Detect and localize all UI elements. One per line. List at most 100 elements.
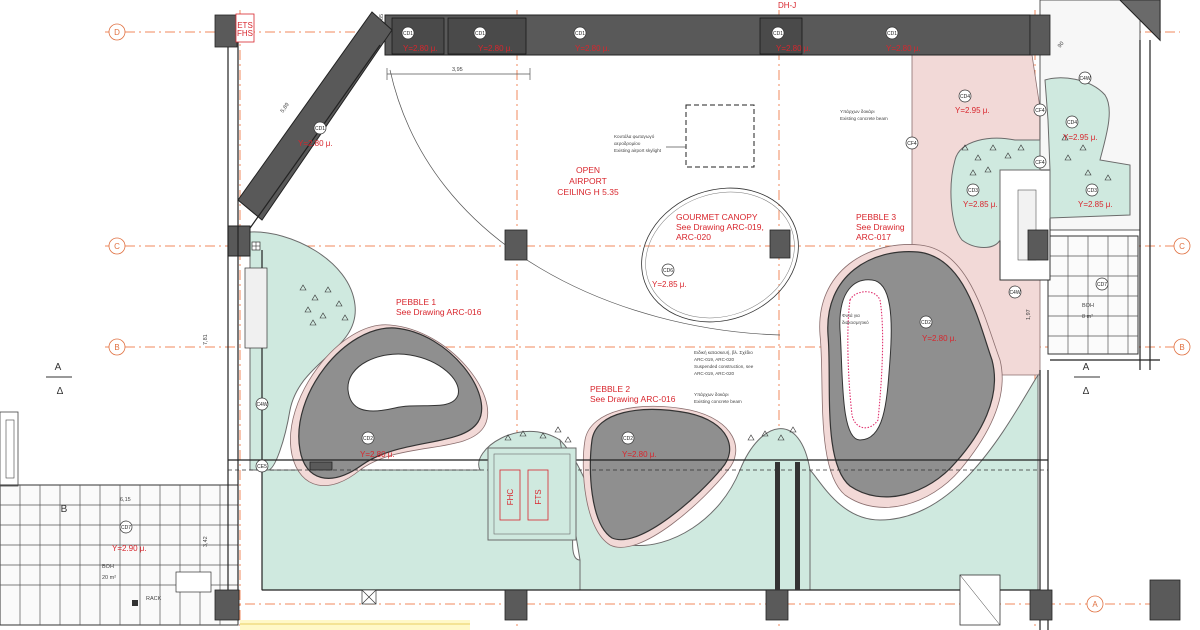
grid-row-d: D [114,28,120,37]
grid-row-c-right: C [1179,242,1185,251]
fts-label: FTS [534,489,543,504]
grid-row-c: C [114,242,120,251]
tag-c4w-a: C4W [1079,76,1090,82]
beam-note-top-1: Υπάρχων δοκάρι [840,108,875,114]
height-cd1-a: Y=2.80 μ. [403,44,438,53]
tag-cd4-a: CD4 [960,94,970,100]
section-markers: A Δ A Δ B [46,362,1100,515]
ceiling-tags: CD1 CD1 CD1 CD1 CD1 CD1 CD2 CD2 CD2 CD6 … [119,26,1109,534]
height-cd1-c: Y=2.80 μ. [575,44,610,53]
canopy-title: GOURMET CANOPY [676,212,758,222]
dim-197: 1,97 [1026,309,1032,320]
height-cd2-a: Y=2.80 μ. [360,450,395,459]
grid-row-b-right: B [1179,343,1184,352]
height-cd1-e: Y=2.80 μ. [886,44,921,53]
beam-note-mid-1: Υπάρχων δοκάρι [694,391,729,397]
pebble2-title: PEBBLE 2 [590,384,630,394]
tag-cd7-a: CD7 [1097,282,1107,288]
section-left-a: A [55,362,62,373]
height-cd4-a: Y=2.95 μ. [955,106,990,115]
dim-90: 90 [1057,41,1066,50]
tag-cd4-b: CD4 [1067,120,1077,126]
pebble1-ref: See Drawing ARC-016 [396,307,482,317]
beam-note-mid-2: Existing concrete beam [694,399,742,404]
dim-589: 5,89 [280,102,291,114]
dimensions: 3,95 5,89 7,81 6,15 3,42 85 1,97 90 [120,14,1065,547]
grid-row-a-right: A [1092,600,1098,609]
pebble1-title: PEBBLE 1 [396,297,436,307]
section-left-delta: Δ [57,386,64,397]
tag-cd1-b: CD1 [475,31,485,37]
skylight-note-2: αεροδρομίου [614,141,641,146]
height-cd7: Y=2.90 μ. [112,544,147,553]
boh-left-area: 20 m² [102,575,116,581]
dim-615: 6,15 [120,497,131,503]
grid-row-b: B [114,343,119,352]
tag-cd1-c: CD1 [575,31,585,37]
tag-cd2-b: CD2 [623,436,633,442]
misc-symbols [240,241,1001,630]
section-right-a: A [1083,362,1090,373]
tag-cd7-b: CD7 [121,525,131,531]
ets-fhs-box: ETS FHS [235,13,255,43]
height-cd3-b: Y=2.85 μ. [1078,200,1113,209]
dh-label: DH-J [778,1,796,10]
left-boh-room [0,411,239,626]
planter-note-1: Φυτά για [842,312,860,318]
tag-cd3-a: CD3 [968,188,978,194]
height-cd6: Y=2.85 μ. [652,280,687,289]
suspended-note-3: Suspended construction, see [694,364,754,369]
pebble3-ref-1: See Drawing [856,222,905,232]
suspended-note-2: ARC-019, ARC-020 [694,357,735,362]
walls [227,11,1160,630]
fire-cabinet: FHC FTS [487,447,577,541]
boh-right-label: BOH [1082,303,1094,309]
tag-cd6: CD6 [663,268,673,274]
height-cd1-f: Y=2.80 μ. [298,139,333,148]
ets-label: ETS [237,21,253,30]
ceiling-heights: Y=2.80 μ. Y=2.80 μ. Y=2.80 μ. Y=2.80 μ. … [112,44,1113,553]
height-cd1-d: Y=2.80 μ. [776,44,811,53]
suspended-note-4: ARC-019, ARC-020 [694,371,735,376]
height-cd3-a: Y=2.85 μ. [963,200,998,209]
area-labels: OPEN AIRPORT CEILING H 5.35 GOURMET CANO… [102,1,1094,602]
height-cd2-b: Y=2.80 μ. [622,450,657,459]
beam-note-top-2: Existing concrete beam [840,116,888,121]
planter-note-2: διακοσμητικό [842,319,869,325]
notes: Κουτάλα φωταγωγό αεροδρομίου Existing ai… [614,108,888,404]
height-cd2-c: Y=2.80 μ. [922,334,957,343]
planting-symbols [299,134,1112,443]
tag-cd2-c: CD2 [921,320,931,326]
height-cd1-b: Y=2.80 μ. [478,44,513,53]
ceiling-label: CEILING H 5.35 [557,187,619,197]
tag-cd1-d: CD1 [773,31,783,37]
pebble3-ref-2: ARC-017 [856,232,891,242]
airport-label: AIRPORT [569,176,607,186]
section-right-delta: Δ [1083,386,1090,397]
gourmet-canopy [389,69,799,336]
boh-left-label: BOH [102,564,114,570]
dim-85: 85 [379,14,385,20]
tag-ce5: CE5 [257,464,267,470]
skylight-note-3: Existing airport skylight [614,148,662,153]
fhs-label: FHS [237,29,253,38]
canopy-ref-1: See Drawing ARC-019, [676,222,764,232]
tag-cd1-a: CD1 [403,31,413,37]
pebble2-ref: See Drawing ARC-016 [590,394,676,404]
tag-cf4-c: CF4 [1035,160,1045,166]
pebble-3 [819,244,1003,508]
pebble3-title: PEBBLE 3 [856,212,896,222]
rack-label: RACK [146,596,162,602]
tag-cd1-e: CD1 [887,31,897,37]
tag-cd1-f: CD1 [315,126,325,132]
canopy-ref-2: ARC-020 [676,232,711,242]
section-left-b: B [61,504,68,515]
skylight-note-1: Κουτάλα φωταγωγό [614,133,655,139]
height-cd4-b: Y=2.95 μ. [1063,133,1098,142]
tag-c4w-b: C4W [1009,290,1020,296]
dim-342: 3,42 [203,536,209,547]
tag-cf4-a: CF4 [907,141,917,147]
dim-781: 7,81 [203,334,209,345]
fhc-label: FHC [506,489,515,506]
